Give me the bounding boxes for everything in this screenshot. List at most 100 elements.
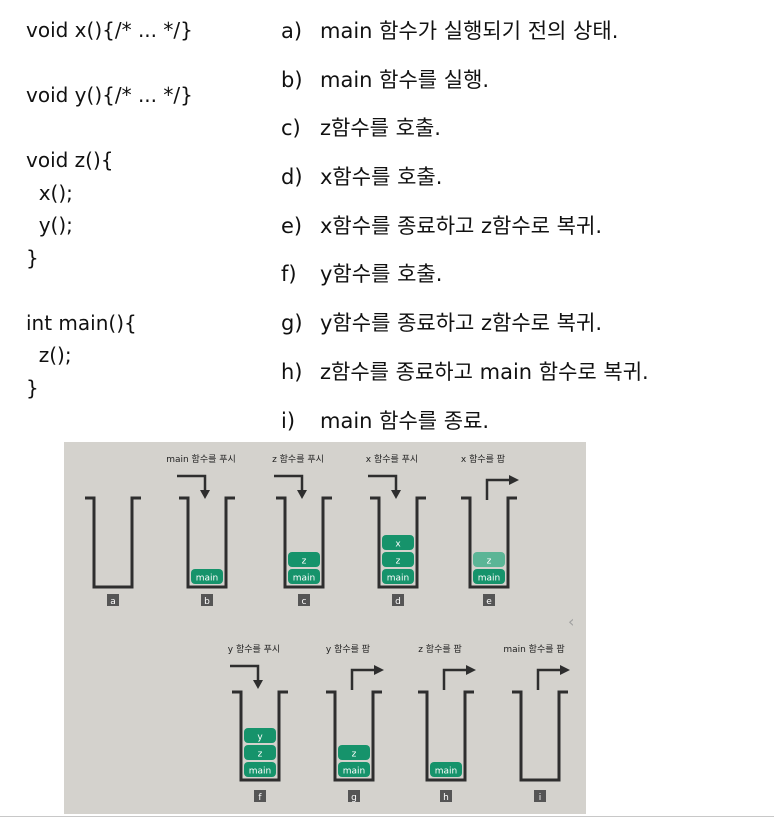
stack-frame-label: z xyxy=(487,557,492,567)
step-letter: c) xyxy=(281,116,301,141)
stack-tag-label: h xyxy=(443,793,449,803)
stack-tag-label: g xyxy=(351,793,357,803)
stack-container xyxy=(276,496,332,589)
step-item: e) x함수를 종료하고 z함수로 복귀. xyxy=(281,202,771,251)
step-letter: i) xyxy=(281,408,296,433)
stack-tag-label: e xyxy=(486,597,492,607)
stack-tag-box xyxy=(107,594,119,606)
bottom-divider xyxy=(0,816,774,817)
pop-arrow-icon xyxy=(536,668,564,690)
stack-frame-label: z xyxy=(258,750,263,760)
stack-caption: main 함수를 팝 xyxy=(503,643,564,655)
push-arrow-icon xyxy=(274,474,304,494)
stack-container xyxy=(512,690,568,782)
stack-tag-box xyxy=(348,790,360,802)
stack-frame-block xyxy=(244,728,276,743)
pop-arrowhead-icon xyxy=(560,665,570,675)
pop-arrowhead-icon xyxy=(374,665,384,675)
stack-container xyxy=(370,496,426,589)
stack-caption: z 함수를 팝 xyxy=(418,643,462,655)
stack-caption: x 함수를 팝 xyxy=(461,453,505,465)
step-letter: f) xyxy=(281,262,297,287)
step-letter: d) xyxy=(281,165,303,190)
stack-tag-label: f xyxy=(258,793,262,803)
stack-container xyxy=(179,496,235,589)
stack-frame-label: main xyxy=(435,767,458,777)
stack-container xyxy=(326,690,382,782)
step-text: main 함수를 실행. xyxy=(320,67,490,92)
stack-frame-label: main xyxy=(478,574,501,584)
step-item: h)z함수를 종료하고 main 함수로 복귀. xyxy=(281,348,771,397)
step-letter: b) xyxy=(281,67,303,92)
pop-arrow-icon xyxy=(442,668,470,690)
stack-frame-block xyxy=(191,569,223,584)
stack-frame-block xyxy=(473,552,505,567)
stack-tag-label: c xyxy=(302,597,307,607)
step-letter: a) xyxy=(281,19,303,43)
stack-container xyxy=(418,690,474,782)
code-line: y(); xyxy=(26,213,73,237)
stack-frame-label: main xyxy=(249,767,272,777)
stack-tag-box xyxy=(483,594,495,606)
stack-tag-box xyxy=(534,790,546,802)
step-item: d) x함수를 호출. xyxy=(281,153,771,202)
step-text: x함수를 호출. xyxy=(320,165,443,190)
code-line: x(); xyxy=(26,180,73,205)
pop-arrow-icon xyxy=(350,668,378,690)
push-arrowhead-icon xyxy=(253,680,263,689)
stack-tag-label: a xyxy=(110,597,116,607)
code-line: z(); xyxy=(26,343,72,367)
stack-tag-label: i xyxy=(539,793,542,803)
step-letter: e) xyxy=(281,213,303,238)
code-line xyxy=(26,274,276,307)
stack-tag-box xyxy=(298,594,310,606)
stack-frame-block xyxy=(382,535,414,550)
chevron-left-icon: ‹ xyxy=(568,612,575,631)
step-letter: g) xyxy=(281,311,303,336)
stack-container xyxy=(461,496,517,589)
stack-tag-box xyxy=(392,594,404,606)
stack-frame-block xyxy=(473,569,505,584)
step-item: a) main 함수가 실행되기 전의 상태. xyxy=(281,7,771,56)
push-arrow-icon xyxy=(368,474,398,494)
step-letter: h) xyxy=(281,359,303,384)
code-line: void y(){/* ... */} xyxy=(26,83,193,107)
stack-tag-box xyxy=(440,790,452,802)
step-text: main 함수를 종료. xyxy=(320,408,490,433)
code-listing: void x(){/* ... */}void y(){/* ... */}vo… xyxy=(26,14,276,404)
stack-frame-label: z xyxy=(302,557,307,567)
stack-frame-block xyxy=(338,745,370,760)
stack-frame-block xyxy=(430,762,462,777)
code-line: void x(){/* ... */} xyxy=(26,18,193,42)
stack-tag-box xyxy=(254,790,266,802)
stack-tag-box xyxy=(201,594,213,606)
step-text: x함수를 종료하고 z함수로 복귀. xyxy=(320,213,602,238)
stack-caption: x 함수를 푸시 xyxy=(366,454,418,465)
stack-frame-block xyxy=(338,762,370,777)
step-text: y함수를 종료하고 z함수로 복귀. xyxy=(320,311,602,336)
step-item: b) main 함수를 실행. xyxy=(281,56,771,105)
step-text: main 함수가 실행되기 전의 상태. xyxy=(320,19,619,43)
stack-frame-label: main xyxy=(293,574,316,584)
step-item: c) z함수를 호출. xyxy=(281,104,771,153)
steps-list: a) main 함수가 실행되기 전의 상태. b) main 함수를 실행. c) z함… xyxy=(281,7,771,445)
stack-frame-block xyxy=(244,745,276,760)
step-item: i) main 함수를 종료. xyxy=(281,397,771,446)
stack-frame-label: z xyxy=(396,557,401,567)
step-text: z함수를 호출. xyxy=(320,116,441,141)
push-arrowhead-icon xyxy=(200,490,210,499)
stack-frame-label: y xyxy=(257,733,263,743)
stack-frame-label: main xyxy=(387,574,410,584)
push-arrow-icon xyxy=(230,664,260,684)
step-text: y함수를 호출. xyxy=(320,262,443,287)
stack-frame-label: main xyxy=(343,767,366,777)
step-item: g) y함수를 종료하고 z함수로 복귀. xyxy=(281,299,771,348)
code-line xyxy=(26,47,276,80)
pop-arrowhead-icon xyxy=(466,665,476,675)
stack-container xyxy=(232,690,288,782)
push-arrowhead-icon xyxy=(297,490,307,499)
step-item: f) y함수를 호출. xyxy=(281,250,771,299)
stack-frame-block xyxy=(288,569,320,584)
